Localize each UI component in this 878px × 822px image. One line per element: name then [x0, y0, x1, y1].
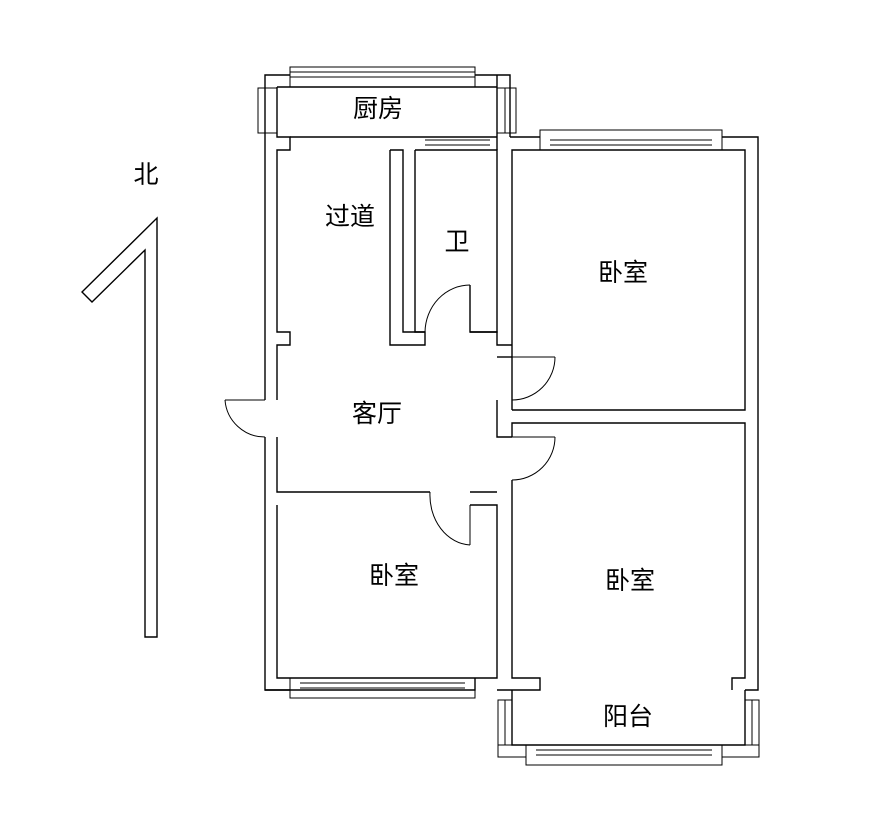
door-entry — [224, 399, 266, 438]
window-bathroom — [425, 139, 490, 146]
room-label-bedroom-se: 卧室 — [605, 566, 655, 595]
room-label-living: 客厅 — [352, 399, 402, 428]
window-bedroom-sw — [289, 677, 476, 699]
door-bedroom-se — [511, 436, 556, 481]
window-kitchen — [257, 66, 517, 134]
door-bedroom-sw — [429, 491, 471, 546]
room-label-corridor: 过道 — [325, 202, 375, 231]
north-label: 北 — [133, 160, 158, 189]
window-bedroom-ne — [539, 129, 723, 151]
room-label-bedroom-ne: 卧室 — [598, 258, 648, 287]
door-bedroom-ne — [511, 356, 556, 401]
window-balcony — [497, 690, 760, 766]
bathroom-walls — [389, 137, 512, 493]
room-label-bedroom-sw: 卧室 — [369, 561, 419, 590]
outer-walls — [264, 74, 759, 691]
door-bathroom — [424, 284, 471, 333]
room-label-kitchen: 厨房 — [353, 94, 403, 123]
room-label-bathroom: 卫 — [444, 227, 469, 256]
room-label-balcony: 阳台 — [603, 702, 653, 731]
north-arrow-icon — [81, 216, 158, 638]
